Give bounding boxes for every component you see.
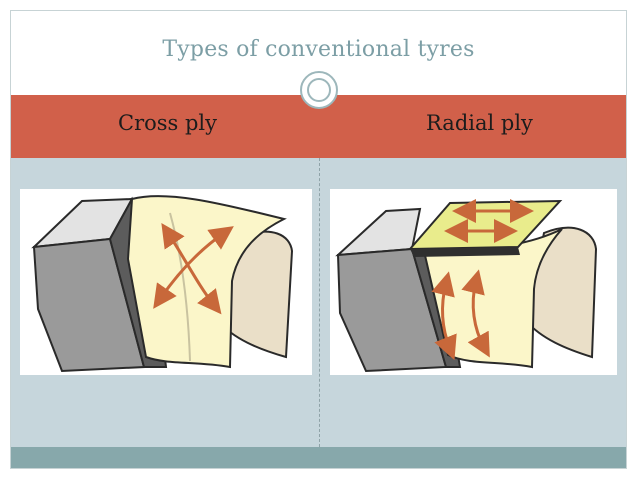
column-divider — [319, 158, 320, 447]
radial-ply-tyre-diagram — [335, 199, 598, 373]
cross-ply-image — [20, 189, 312, 375]
belt-underside-shape — [410, 247, 520, 257]
column-heading-cross-ply: Cross ply — [118, 111, 218, 135]
tread-side-shape — [32, 237, 146, 373]
cross-arrow-2 — [161, 223, 222, 315]
radial-arrow-2 — [461, 269, 490, 358]
radial-ply-image — [330, 189, 617, 375]
ply-back-shape — [524, 226, 598, 359]
cross-ply-tyre-diagram — [31, 195, 294, 373]
tread-outer-shape — [335, 207, 422, 257]
tread-side-shape — [336, 247, 448, 373]
slide: Types of conventional tyres Cross ply Ra… — [10, 10, 627, 469]
footer-band — [11, 447, 626, 468]
slide-title: Types of conventional tyres — [162, 37, 475, 62]
circle-ornament-icon — [300, 71, 338, 109]
column-heading-radial-ply: Radial ply — [426, 111, 533, 135]
radial-arrow-1 — [431, 271, 457, 361]
